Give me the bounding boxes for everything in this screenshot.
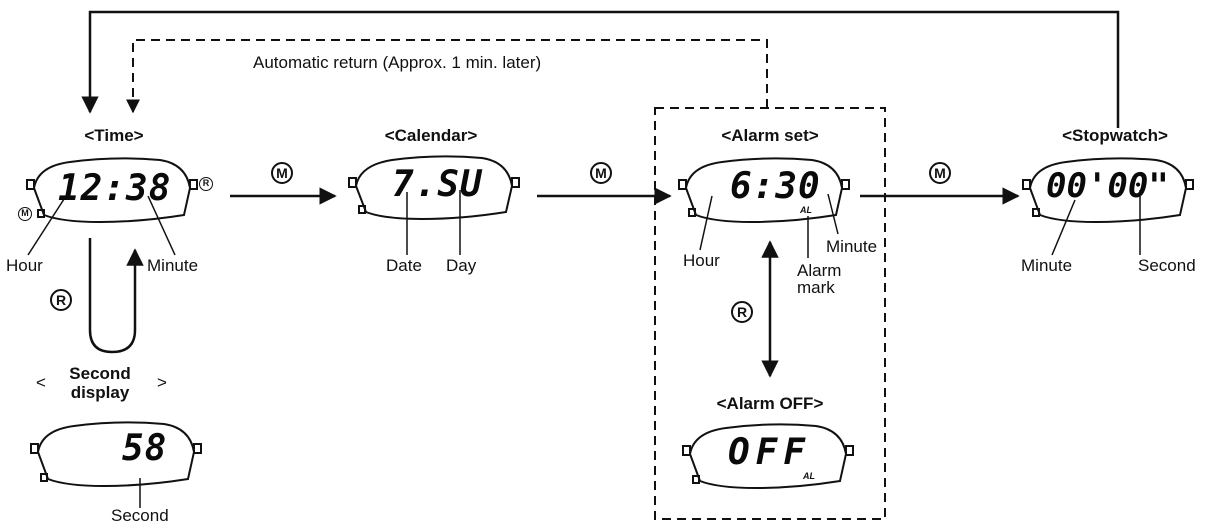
automatic-return-note: Automatic return (Approx. 1 min. later) (253, 53, 542, 72)
alarm-off-mark-icon: AL (803, 471, 815, 481)
calendar-display: 7.SU (392, 164, 483, 205)
stopwatch-minute-label: Minute (1021, 256, 1073, 275)
second-display-title-line1: Second (69, 364, 131, 383)
time-hour-label: Hour (6, 256, 43, 275)
stopwatch-second-label: Second (1138, 256, 1196, 275)
mode-button-icon: M (18, 207, 32, 221)
alarm-minute-label: Minute (826, 237, 878, 256)
automatic-return-line (126, 39, 768, 114)
alarm-dashed-box (654, 107, 886, 520)
reset-button-icon: R (50, 289, 72, 311)
mode-button-icon: M (590, 162, 612, 184)
alarm-hour-label: Hour (683, 251, 720, 270)
alarm-off-display: OFF (728, 432, 812, 473)
alarm-off-title: <Alarm OFF> (716, 394, 824, 413)
stopwatch-display: 00'00" (1046, 166, 1169, 206)
alarm-mark-icon: AL (800, 205, 812, 215)
time-title: <Time> (84, 126, 144, 145)
mode-button-icon: M (271, 162, 293, 184)
reset-button-icon: R (731, 301, 753, 323)
calendar-day-label: Day (446, 256, 477, 275)
second-display-second-label: Second (111, 506, 169, 525)
watch-face-second-display (30, 421, 202, 488)
alarm-mark-label: Alarm mark (797, 261, 842, 297)
reset-button-icon: R (199, 177, 213, 191)
calendar-date-label: Date (386, 256, 422, 275)
watch-face-stopwatch (1022, 157, 1194, 224)
time-minute-label: Minute (147, 256, 199, 275)
alarm-set-display: 6:30 (730, 166, 821, 207)
watch-face-alarm-off (682, 423, 854, 490)
time-display: 12:38 (58, 168, 172, 209)
second-display-title-line2: display (70, 383, 130, 402)
calendar-title: <Calendar> (384, 126, 478, 145)
watch-face-time (26, 157, 198, 224)
second-display-bracket-left: < (36, 373, 46, 392)
stopwatch-title: <Stopwatch> (1062, 126, 1168, 145)
alarm-set-title: <Alarm set> (721, 126, 819, 145)
leader-lines (27, 190, 1141, 508)
u-loop-seconds (88, 238, 144, 354)
stopwatch-return-line (81, 10, 1120, 128)
second-display-value: 58 (122, 428, 168, 469)
watch-face-calendar (348, 155, 520, 221)
second-display-bracket-right: > (157, 373, 167, 392)
watch-face-alarm-set (678, 157, 850, 224)
mode-button-icon: M (929, 162, 951, 184)
